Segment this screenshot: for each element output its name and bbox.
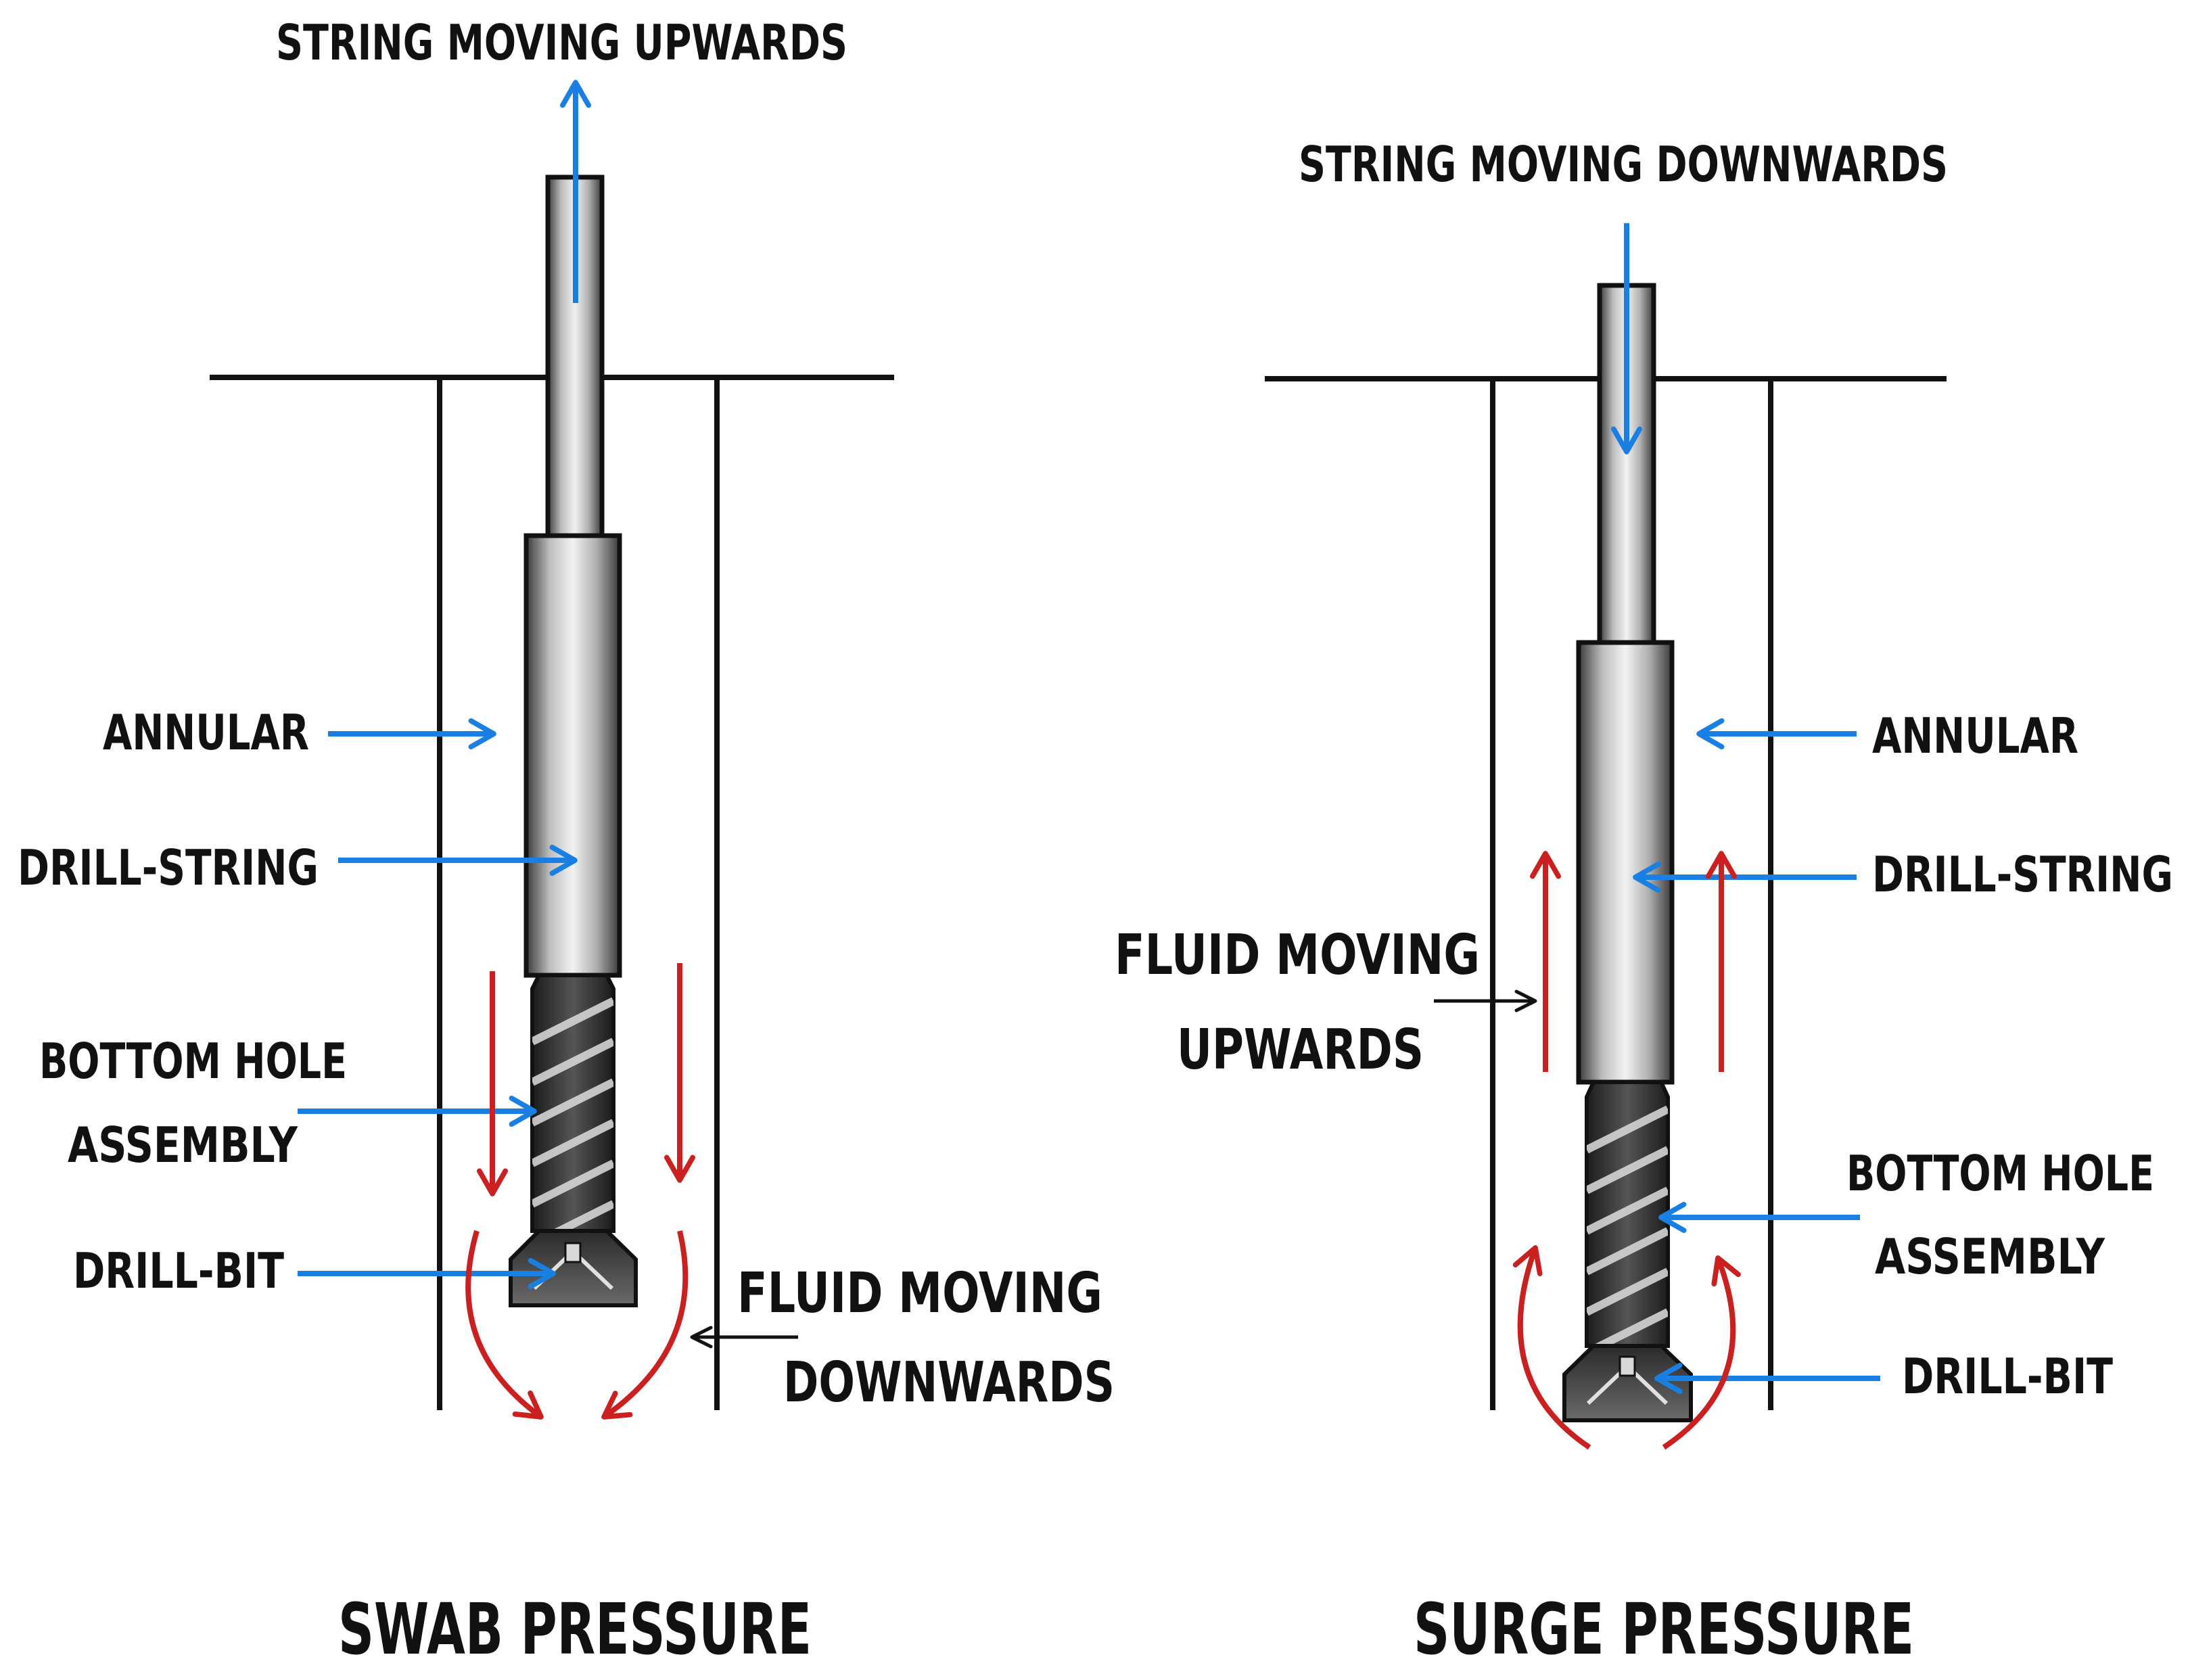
surge-drill-bit bbox=[1562, 1344, 1693, 1422]
swab-drill-bit bbox=[509, 1229, 638, 1307]
swab-drill-bit-label: DRILL-BIT bbox=[73, 1242, 284, 1299]
surge-panel: STRING MOVING DOWNWARDS ANNULAR DRILL-ST… bbox=[1115, 136, 2173, 1671]
surge-fluid-curve-right bbox=[1662, 1255, 1741, 1450]
surge-fluid-curve-left bbox=[1512, 1245, 1591, 1450]
surge-annular-label: ANNULAR bbox=[1872, 707, 2078, 764]
swab-fluid-curve-right bbox=[601, 1230, 689, 1420]
surge-drill-string-label: DRILL-STRING bbox=[1872, 846, 2173, 903]
surge-bha-label-line1: BOTTOM HOLE bbox=[1846, 1145, 2154, 1202]
surge-fluid-label-line1: FLUID MOVING bbox=[1115, 923, 1480, 987]
swab-caption: SWAB PRESSURE bbox=[338, 1588, 812, 1671]
swab-direction-label: STRING MOVING UPWARDS bbox=[276, 14, 847, 71]
swab-drill-string-label: DRILL-STRING bbox=[18, 839, 319, 896]
surge-fluid-label-line2: UPWARDS bbox=[1177, 1018, 1424, 1082]
swab-bha-label-line1: BOTTOM HOLE bbox=[39, 1033, 347, 1090]
swab-bha-label-line2: ASSEMBLY bbox=[68, 1117, 298, 1173]
surge-drill-bit-label: DRILL-BIT bbox=[1902, 1348, 2113, 1405]
swab-fluid-label-line2: DOWNWARDS bbox=[783, 1351, 1115, 1415]
surge-caption: SURGE PRESSURE bbox=[1414, 1588, 1914, 1671]
swab-fluid-label-line1: FLUID MOVING bbox=[737, 1261, 1102, 1326]
surge-direction-label: STRING MOVING DOWNWARDS bbox=[1299, 136, 1948, 193]
swab-annular-label: ANNULAR bbox=[103, 704, 309, 761]
swab-drill-collar bbox=[523, 533, 622, 978]
surge-drill-collar bbox=[1576, 640, 1675, 1085]
swab-bottom-hole-assembly bbox=[530, 973, 615, 1233]
swab-panel: STRING MOVING UPWARDS ANNULAR DRILL-STRI… bbox=[18, 14, 1115, 1671]
swab-fluid-curve-left bbox=[465, 1230, 544, 1420]
surge-bottom-hole-assembly bbox=[1585, 1080, 1670, 1348]
surge-bha-label-line2: ASSEMBLY bbox=[1875, 1228, 2105, 1285]
